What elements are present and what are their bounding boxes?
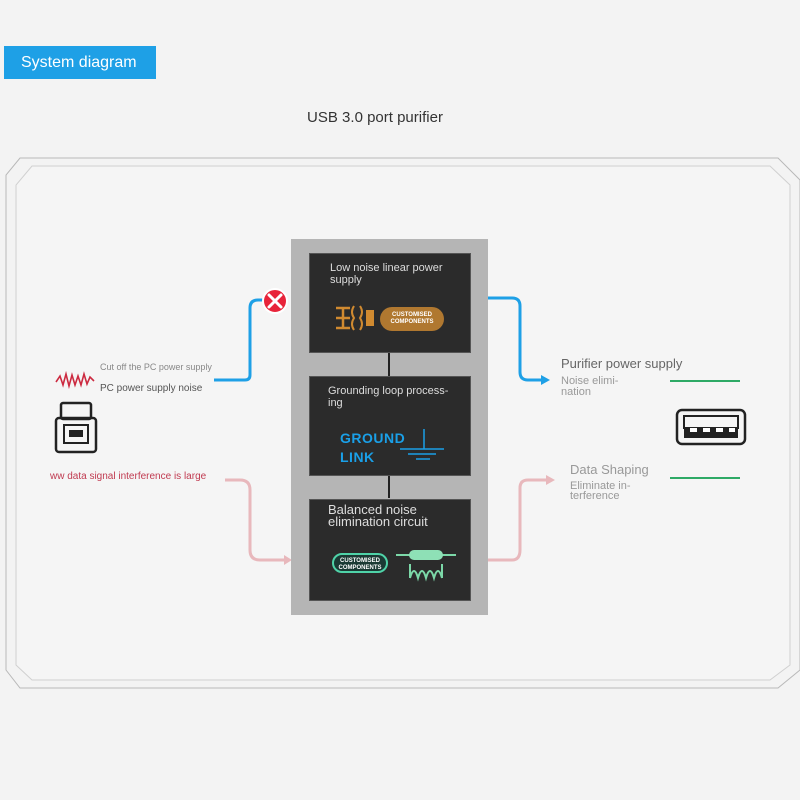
- pc-noise-label: PC power supply noise: [100, 383, 203, 394]
- outer-frame: [5, 157, 800, 689]
- noise-elimination-line2: nation: [561, 386, 591, 398]
- ground-text-line2: LINK: [340, 449, 375, 465]
- power-input-line: [214, 298, 272, 382]
- block-label: Grounding loop process- ing: [328, 385, 449, 409]
- noise-elimination-line1: Noise elimi-: [561, 375, 619, 387]
- diagram-title: USB 3.0 port purifier: [307, 109, 443, 126]
- block-balanced: Balanced noise elimination circuit CUSTO…: [309, 499, 471, 601]
- block-label: Balanced noise elimination circuit: [328, 502, 428, 529]
- noise-wave-icon: [55, 370, 95, 390]
- ground-text-line1: GROUND: [340, 430, 406, 446]
- customised-badge: CUSTOMISED COMPONENTS: [332, 553, 388, 573]
- cut-x-icon: [262, 288, 288, 314]
- block-grounding: Grounding loop process- ing GROUND LINK: [309, 376, 471, 476]
- data-input-line: [225, 478, 285, 562]
- power-output-arrow: [541, 375, 550, 385]
- inductor-icon: [396, 550, 456, 582]
- transformer-icon: [336, 305, 374, 331]
- ground-symbol-icon: [400, 429, 444, 460]
- cut-off-label: Cut off the PC power supply: [100, 362, 212, 372]
- data-output-arrow: [546, 475, 555, 485]
- customised-badge: CUSTOMISED COMPONENTS: [380, 307, 444, 331]
- data-output-line: [488, 478, 548, 562]
- usb-b-plug-icon: [54, 401, 98, 454]
- eliminate-interference-line1: Eliminate in-: [570, 480, 631, 492]
- noise-elimination-label: Noise elimi- nation: [561, 376, 618, 398]
- data-input-arrow: [284, 555, 292, 565]
- eliminate-interference-label: Eliminate in- terference: [570, 480, 631, 502]
- eliminate-interference-line2: terference: [570, 490, 620, 502]
- data-interference-label: ww data signal interference is large: [50, 471, 207, 482]
- data-shaping-label: Data Shaping: [570, 462, 649, 477]
- connector-2: [388, 476, 390, 498]
- connector-1: [388, 352, 390, 376]
- purifier-power-label: Purifier power supply: [561, 356, 683, 371]
- block-label: Low noise linear power supply: [330, 262, 443, 286]
- usb-a-port-icon: [675, 408, 747, 446]
- block-linear-power: Low noise linear power supply CUSTOMISED…: [309, 253, 471, 353]
- power-output-line: [488, 296, 543, 382]
- section-tag: System diagram: [4, 46, 156, 79]
